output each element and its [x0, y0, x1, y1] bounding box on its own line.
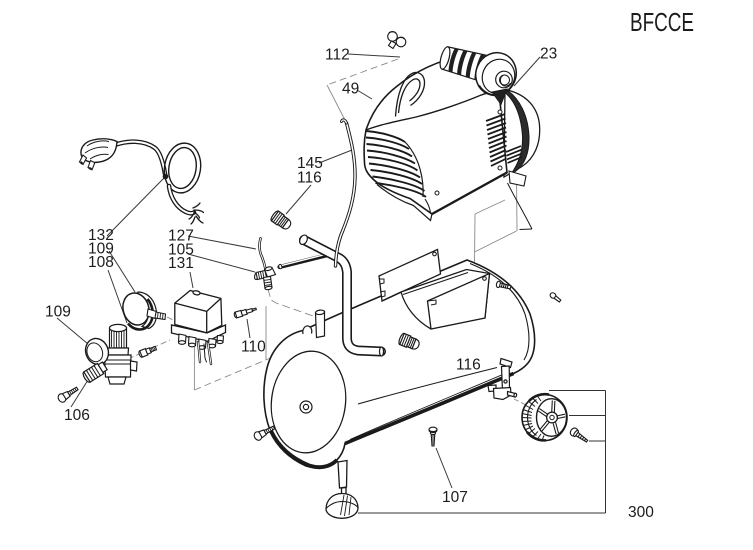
svg-text:116: 116 [297, 170, 322, 187]
svg-text:127: 127 [168, 228, 194, 245]
svg-text:132: 132 [88, 227, 114, 244]
svg-text:23: 23 [540, 46, 557, 63]
svg-text:110: 110 [241, 339, 266, 356]
svg-text:106: 106 [64, 407, 90, 424]
svg-text:108: 108 [88, 254, 114, 271]
svg-text:109: 109 [88, 241, 114, 258]
svg-text:112: 112 [325, 47, 350, 64]
svg-text:145: 145 [297, 155, 323, 172]
svg-text:116: 116 [456, 357, 481, 374]
svg-text:BFCCE: BFCCE [630, 7, 694, 37]
svg-text:109: 109 [45, 304, 71, 321]
svg-text:131: 131 [168, 255, 194, 272]
svg-text:105: 105 [168, 242, 194, 259]
svg-text:300: 300 [628, 504, 654, 521]
svg-text:49: 49 [342, 81, 359, 98]
svg-text:107: 107 [442, 489, 468, 506]
